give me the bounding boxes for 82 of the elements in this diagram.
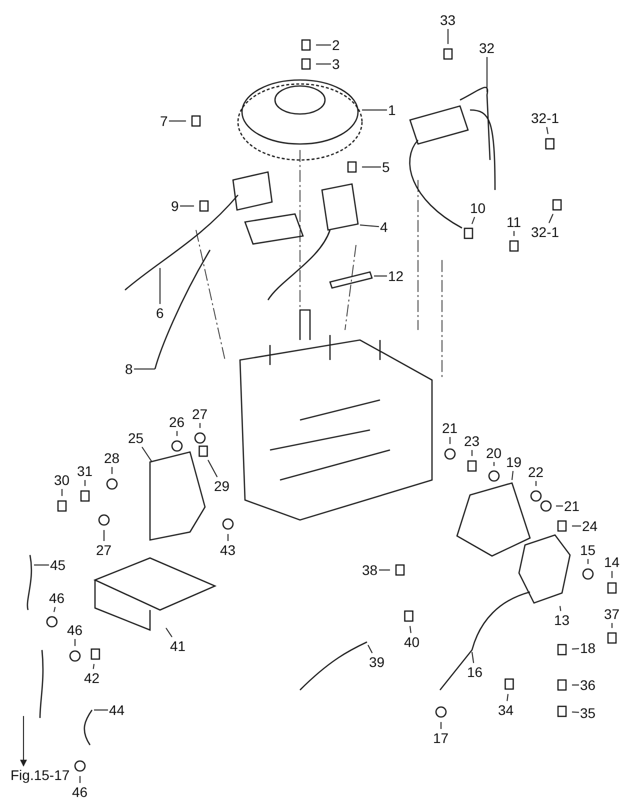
callout-number: 26: [169, 414, 185, 430]
callout-number: 6: [156, 305, 164, 321]
leader-line: [92, 664, 94, 670]
leader-line: [54, 606, 56, 612]
callout-number: 17: [433, 730, 449, 746]
callout-number: 9: [171, 198, 179, 214]
callout-number: 37: [604, 606, 620, 622]
callout-number: 22: [528, 464, 544, 480]
callout-number: 36: [580, 677, 596, 693]
callout-number: 32: [479, 40, 495, 56]
callout-number: 42: [84, 670, 100, 686]
leader-line: [368, 644, 373, 654]
leader-line: [572, 648, 580, 650]
callout-number: 29: [214, 478, 230, 494]
callout-number: 44: [109, 702, 125, 718]
arrow: [20, 716, 27, 767]
callout-number: 39: [369, 654, 385, 670]
callout-number: 14: [604, 554, 620, 570]
callout-number: 32-1: [531, 224, 560, 240]
callout-number: 8: [125, 361, 133, 377]
leader-line: [572, 712, 580, 713]
callout-number: 10: [470, 200, 486, 216]
callout-number: 7: [160, 113, 168, 129]
callout-number: 25: [128, 430, 144, 446]
callout-number: 31: [77, 463, 93, 479]
leader-line: [472, 652, 474, 664]
figure-reference: Fig.15-17: [10, 767, 70, 783]
leader-line: [548, 214, 554, 224]
leader-line: [410, 626, 412, 634]
callout-number: 27: [96, 542, 112, 558]
callout-number: 38: [362, 562, 378, 578]
callout-number: 5: [382, 159, 390, 175]
callout-number: 18: [580, 640, 596, 656]
leader-line: [316, 44, 332, 46]
leader-line: [134, 368, 156, 370]
callout-number: 46: [72, 784, 88, 800]
callout-number: 30: [54, 472, 70, 488]
callout-number: 11: [506, 214, 522, 230]
callout-number: 32-1: [531, 110, 560, 126]
callout-number: 40: [404, 634, 420, 650]
leader-line: [440, 722, 442, 730]
leader-line: [572, 684, 580, 686]
callout-number: 35: [580, 705, 596, 721]
callout-number: 19: [506, 454, 522, 470]
leader-line: [34, 564, 50, 566]
callout-number: 34: [498, 702, 514, 718]
callout-number: 21: [564, 498, 580, 514]
callout-number: 12: [388, 268, 404, 284]
leader-line: [166, 628, 172, 638]
callout-number: 46: [49, 590, 65, 606]
callout-number: 3: [332, 56, 340, 72]
leader-line: [84, 480, 86, 486]
callout-number: 20: [486, 445, 502, 461]
callout-number: 43: [220, 542, 236, 558]
callout-number: 27: [192, 406, 208, 422]
leader-line: [176, 430, 178, 436]
callout-number: 4: [380, 219, 388, 235]
leader-line: [168, 120, 186, 122]
leader-line: [360, 224, 380, 228]
leader-line: [506, 694, 508, 702]
leader-line: [142, 446, 152, 462]
leader-line: [472, 216, 476, 224]
callout-number: 41: [170, 638, 186, 654]
callout-number: 15: [580, 542, 596, 558]
leader-line: [546, 126, 548, 134]
callout-number: 28: [104, 450, 120, 466]
callout-number: 45: [50, 557, 66, 573]
leader-line: [512, 470, 514, 480]
callout-number: 1: [388, 102, 396, 118]
callout-number: 21: [442, 420, 458, 436]
callout-number: 2: [332, 37, 340, 53]
callout-number: 23: [464, 433, 480, 449]
callout-number: 33: [440, 12, 456, 28]
leader-line: [362, 166, 382, 168]
callout-number: 16: [467, 664, 483, 680]
leader-line: [486, 56, 488, 92]
leader-line: [74, 638, 76, 646]
callout-number: 13: [554, 612, 570, 628]
callout-number: 46: [67, 622, 83, 638]
leader-line: [560, 606, 562, 612]
callout-number: 24: [582, 518, 598, 534]
leader-line: [208, 460, 218, 478]
